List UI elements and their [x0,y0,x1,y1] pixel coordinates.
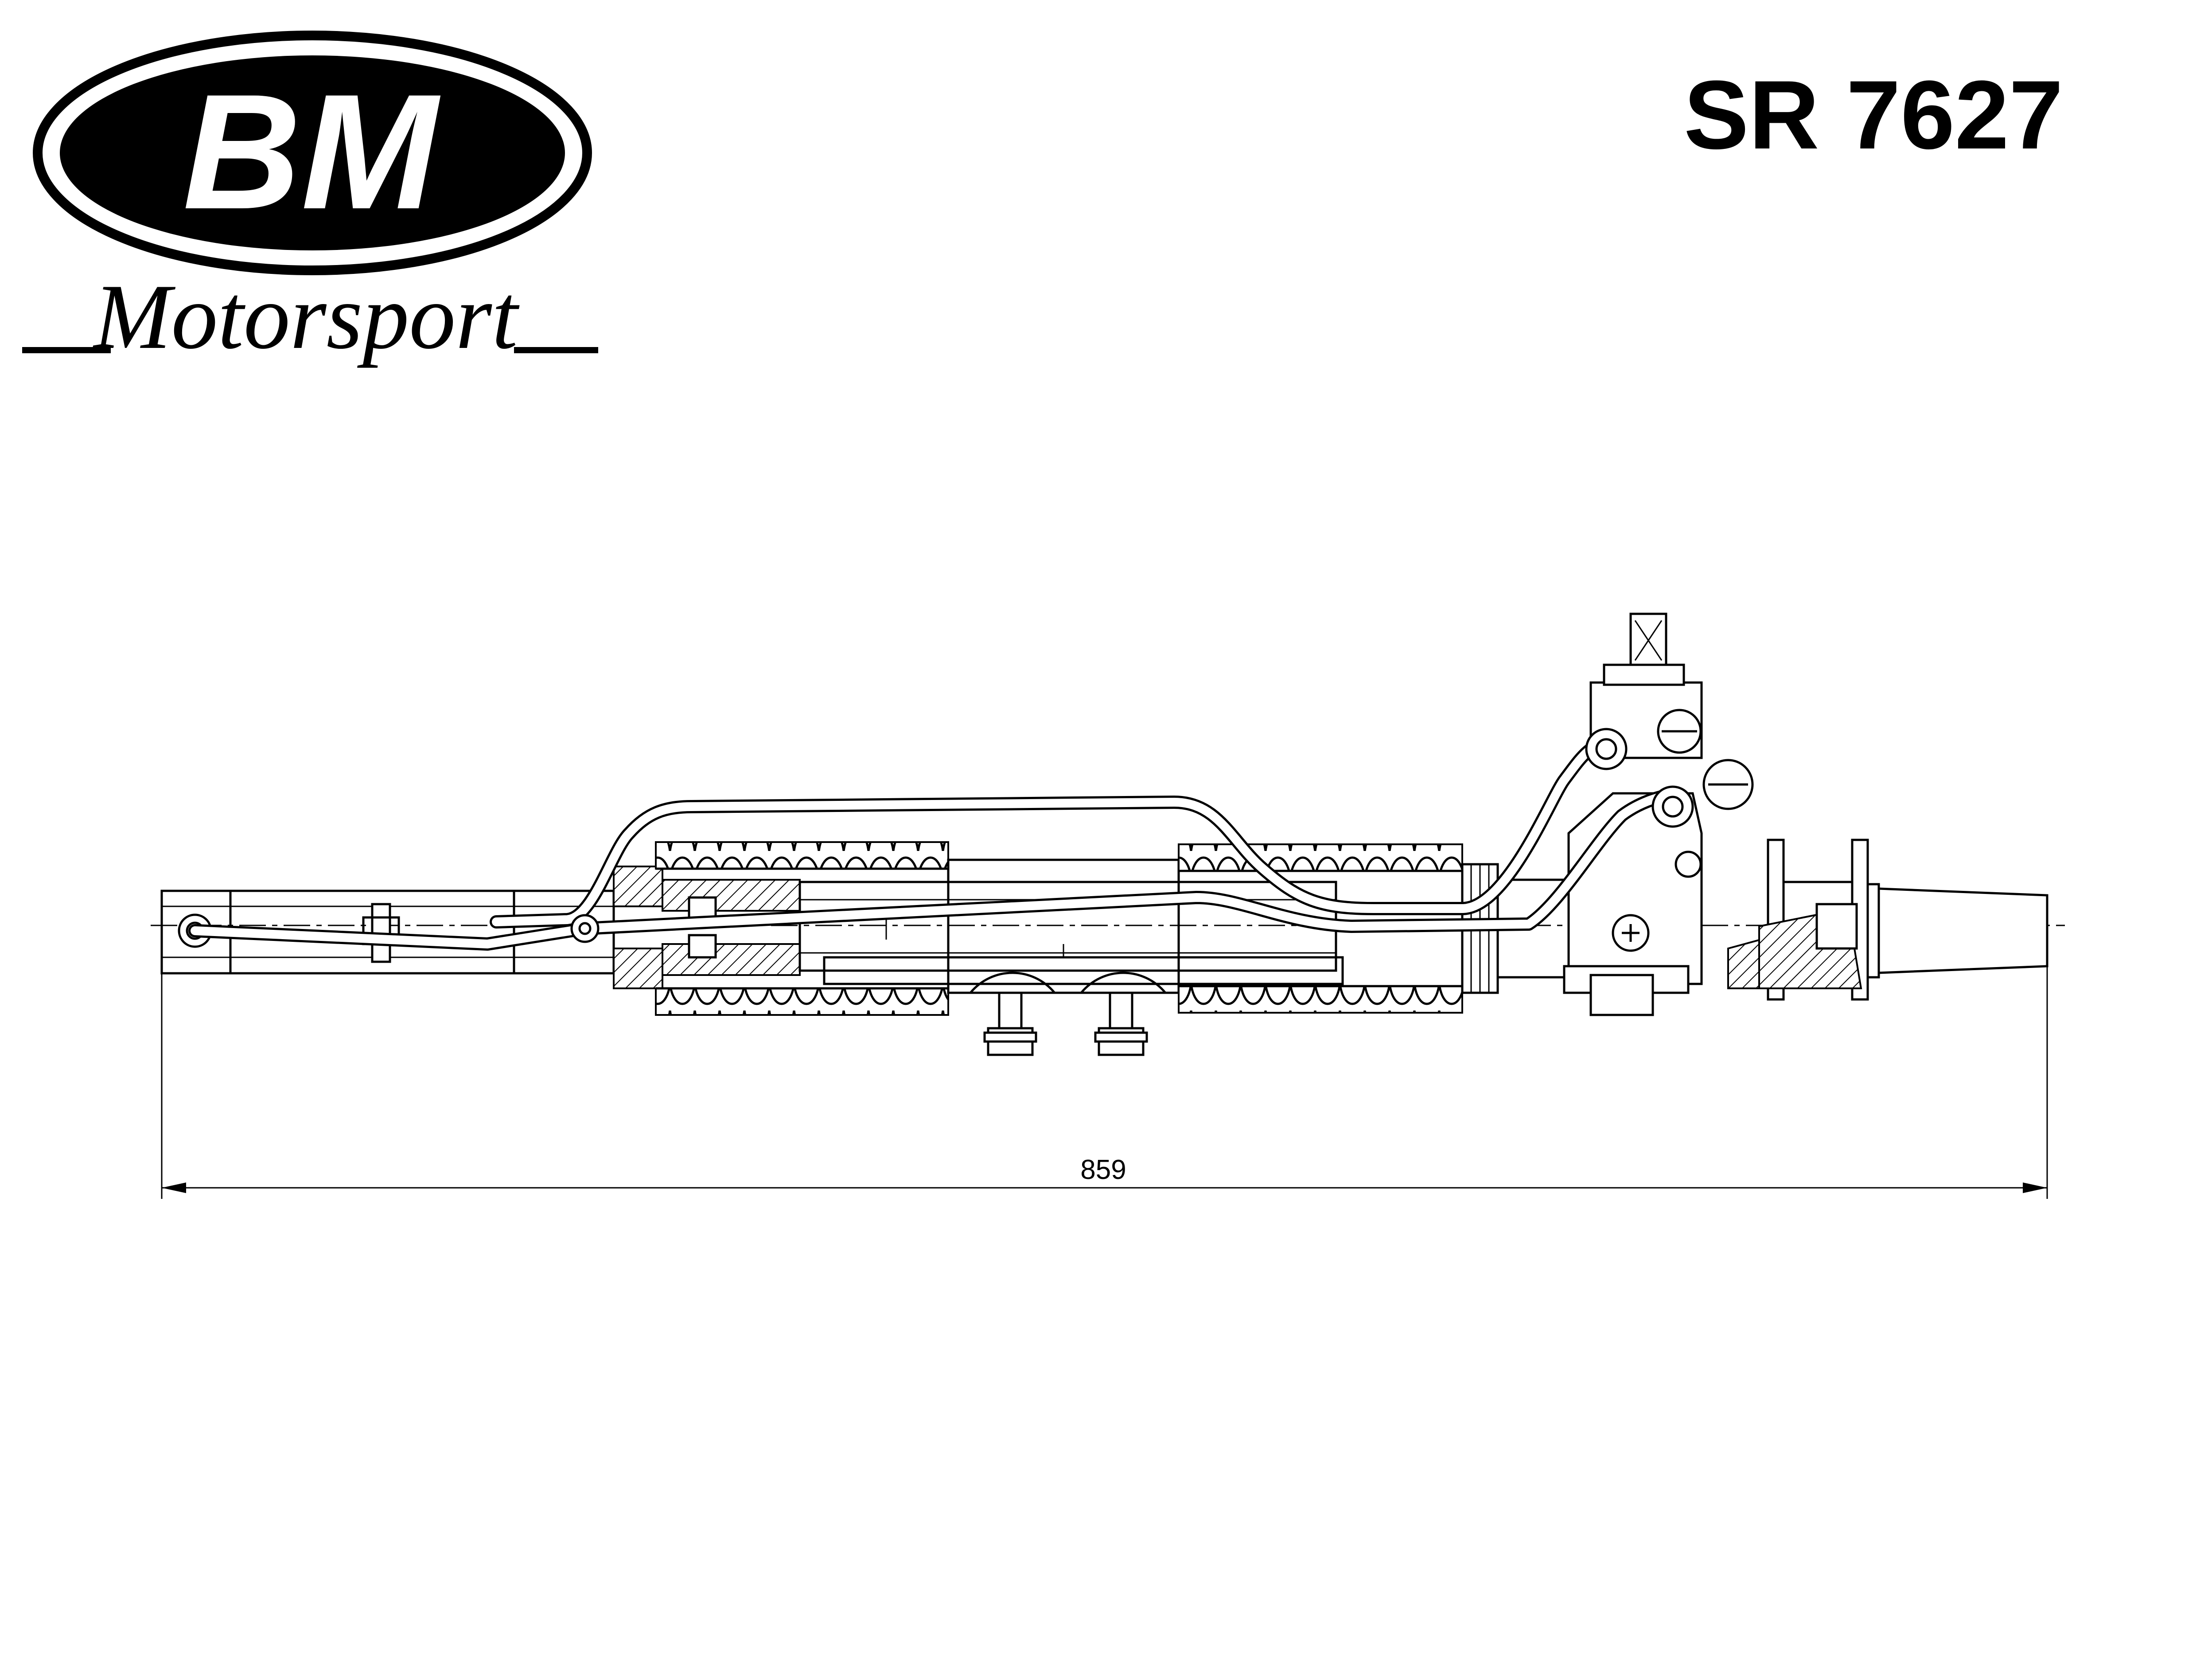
dimension-arrow-left [162,1182,186,1193]
line-fitting-valve-upper [1585,728,1628,770]
left-boot-lower-bellows [655,987,949,1016]
mounting-bolt-left [983,991,1037,1056]
brand-logo: BM Motorsport [22,31,598,368]
middle-housing [798,858,1344,994]
left-boot-assembly [613,841,949,1016]
right-end-flange [1727,839,2048,1001]
hydraulic-line-upper [490,738,1606,929]
right-boot-assembly [1178,843,1499,1014]
logo-inner-oval [60,55,565,250]
logo-brand-mark: BM [183,60,442,243]
line-fitting-valve-lower [1651,785,1694,828]
hydraulic-fittings [570,728,1694,943]
overall-length-dimension: 859 [161,966,2048,1199]
left-boot-upper-bellows [655,841,949,870]
dimension-arrow-right [2023,1182,2047,1193]
part-number: SR 7627 [1684,60,2063,169]
right-boot-upper-bellows [1178,843,1463,872]
tie-rod-taper [1877,887,2048,974]
right-boot-lower-bellows [1178,985,1463,1014]
hydraulic-line-lower [188,789,1673,951]
line-fitting-left [570,914,600,943]
mounting-bolt-right [1094,991,1148,1056]
overall-length-label: 859 [1080,1155,1126,1185]
logo-subtitle: Motorsport [93,265,520,368]
